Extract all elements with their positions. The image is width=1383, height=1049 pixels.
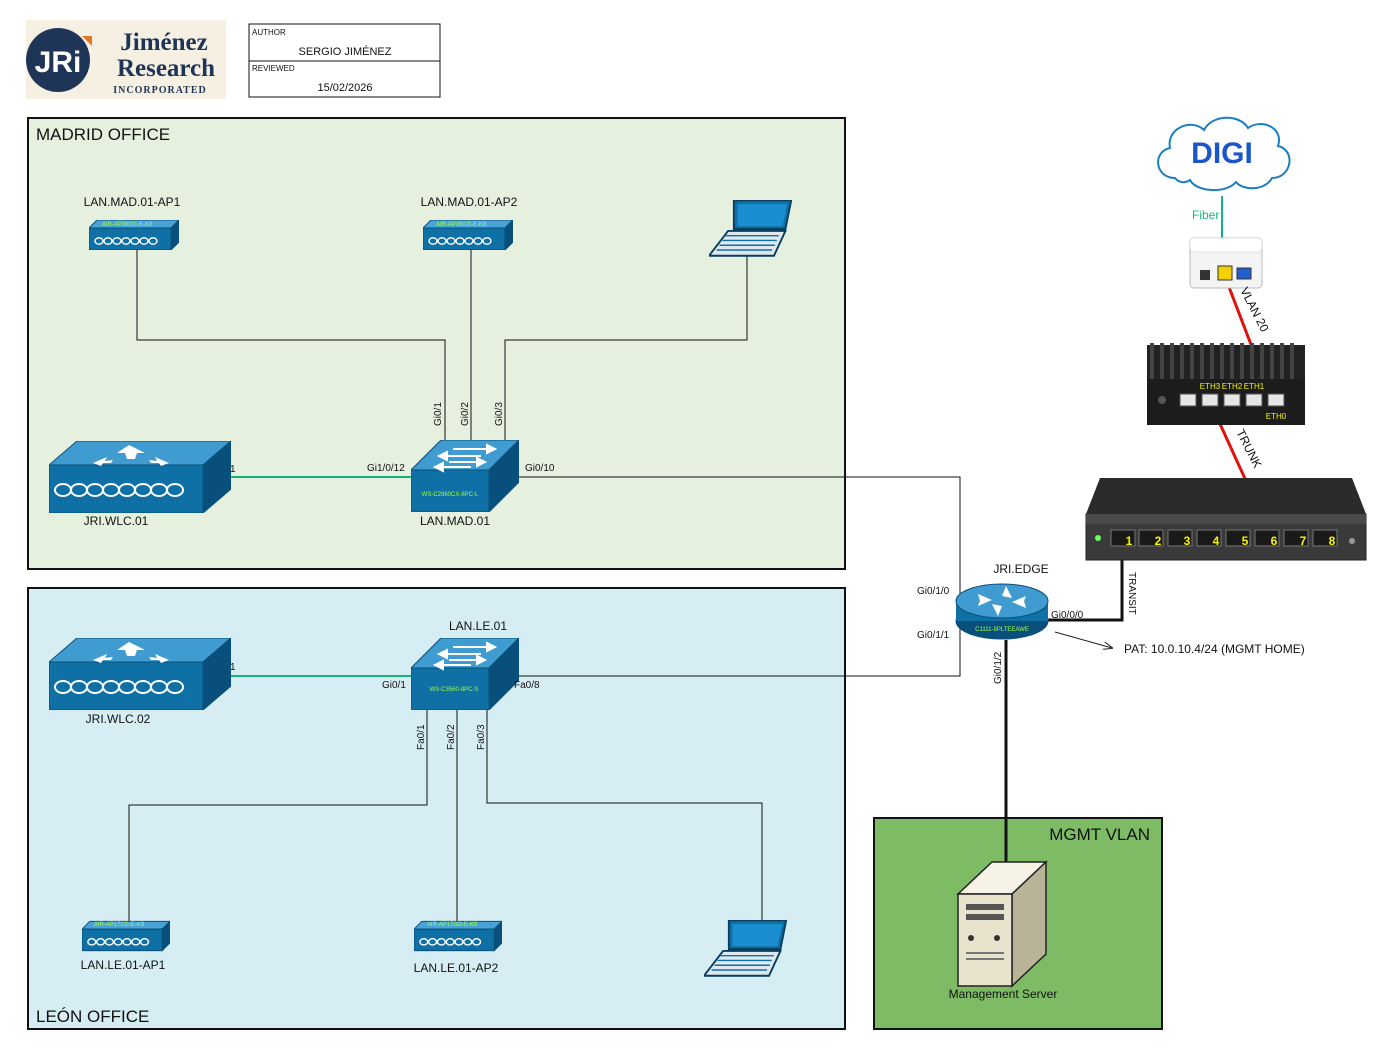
port-wlc2-1: 1 [230, 662, 236, 673]
port-le-gi01: Gi0/1 [382, 680, 406, 691]
vlan20-link-label: VLAN 20 [1237, 285, 1271, 334]
fw-port-eth1: ETH1 [1244, 382, 1265, 391]
ap-mad-01-ap1-model: AIR-AP3802I-E-K9 [102, 222, 153, 228]
logo-monogram: JRi [35, 46, 82, 79]
port-le-fa08: Fa0/8 [514, 680, 540, 691]
fiber-link-label: Fiber [1192, 208, 1219, 222]
reviewed-value: 15/02/2026 [317, 82, 372, 94]
tplink-port-6: 6 [1271, 534, 1278, 548]
company-logo: JRi Jiménez Research INCORPORATED [26, 20, 226, 99]
pat-arrow [1054, 631, 1112, 648]
thick-links [1004, 540, 1124, 862]
port-edge-gi000: Gi0/0/0 [1051, 610, 1084, 621]
tplink-port-7: 7 [1300, 534, 1307, 548]
management-server[interactable] [956, 860, 1048, 988]
author-value: SERGIO JIMÉNEZ [299, 45, 392, 58]
tplink-port-4: 4 [1213, 534, 1220, 548]
ap-mad-01-ap2[interactable]: AIR-AP3802I-E-K9 [423, 220, 513, 250]
port-mad-gi1012: Gi1/0/12 [367, 463, 405, 474]
fw-port-eth0: ETH0 [1266, 412, 1287, 421]
port-le-fa02: Fa0/2 [446, 724, 457, 750]
tplink-port-1: 1 [1126, 534, 1133, 548]
ap-le-01-ap1[interactable]: AIR-AP1702I-E-K9 [82, 920, 170, 952]
port-mad-gi02: Gi0/2 [460, 402, 471, 426]
wlc-01[interactable] [49, 441, 231, 513]
ap-mad-01-ap2-label: LAN.MAD.01-AP2 [421, 195, 518, 209]
port-le-fa03: Fa0/3 [476, 724, 487, 750]
management-server-label: Management Server [949, 987, 1058, 1001]
switch-lan-le-01-model: WS-C3560-8PC-S [429, 687, 478, 693]
switch-lan-le-01[interactable]: WS-C3560-8PC-S [411, 638, 519, 710]
port-mad-gi03: Gi0/3 [494, 402, 505, 426]
isp-name: DIGI [1191, 137, 1253, 170]
ap-le-01-ap1-label: LAN.LE.01-AP1 [81, 958, 166, 972]
ap-le-01-ap1-model: AIR-AP1702I-E-K9 [94, 922, 145, 928]
document-meta-box: AUTHOR SERGIO JIMÉNEZ REVIEWED 15/02/202… [248, 23, 441, 98]
router-jri-edge-label: JRI.EDGE [993, 562, 1048, 576]
black-links [128, 250, 961, 922]
wlc-02-label: JRI.WLC.02 [86, 712, 151, 726]
isp-cloud-icon[interactable]: DIGI [1157, 116, 1291, 191]
transit-link-label: TRANSIT [1126, 572, 1137, 615]
ap-mad-01-ap1[interactable]: AIR-AP3802I-E-K9 [89, 220, 179, 250]
fw-port-eth2: ETH2 [1222, 382, 1243, 391]
ap-mad-01-ap2-model: AIR-AP3802I-E-K9 [436, 222, 487, 228]
router-jri-edge[interactable]: C1111-8PLTEEAWE [955, 583, 1049, 640]
pat-label: PAT: 10.0.10.4/24 (MGMT HOME) [1124, 642, 1305, 656]
ap-le-01-ap2-label: LAN.LE.01-AP2 [414, 961, 499, 975]
logo-name-line3: INCORPORATED [113, 85, 206, 96]
mgmt-vlan-title: MGMT VLAN [1049, 825, 1150, 844]
port-edge-gi011: Gi0/1/1 [917, 630, 950, 641]
tplink-port-8: 8 [1329, 534, 1336, 548]
port-edge-gi010: Gi0/1/0 [917, 586, 950, 597]
switch-lan-mad-01-label: LAN.MAD.01 [420, 514, 490, 528]
port-mad-gi01: Gi0/1 [433, 402, 444, 426]
router-jri-edge-model: C1111-8PLTEEAWE [975, 627, 1029, 633]
logo-name-line2: Research [117, 55, 215, 82]
tplink-switch[interactable]: 1 2 3 4 5 6 7 8 [1085, 478, 1367, 561]
switch-lan-le-01-label: LAN.LE.01 [449, 619, 507, 633]
logo-name-line1: Jiménez [120, 29, 207, 56]
tplink-port-3: 3 [1184, 534, 1191, 548]
ont-device[interactable] [1189, 237, 1263, 289]
port-wlc1-1: 1 [230, 464, 236, 475]
port-le-fa01: Fa0/1 [416, 724, 427, 750]
author-label: AUTHOR [252, 28, 286, 37]
ap-le-01-ap2[interactable]: AIR-AP1702I-E-K9 [414, 920, 502, 952]
router-arrows-icon [978, 586, 1026, 616]
green-links [230, 196, 1223, 677]
port-edge-gi012: Gi0/1/2 [993, 651, 1004, 684]
tplink-port-2: 2 [1155, 534, 1162, 548]
madrid-office-title: MADRID OFFICE [36, 125, 170, 144]
reviewed-label: REVIEWED [252, 64, 295, 73]
fw-port-eth3: ETH3 [1200, 382, 1221, 391]
wlc-02[interactable] [49, 638, 231, 710]
ap-mad-01-ap1-label: LAN.MAD.01-AP1 [84, 195, 181, 209]
tplink-port-5: 5 [1242, 534, 1249, 548]
firewall-appliance[interactable]: ETH3 ETH2 ETH1 ETH0 [1147, 343, 1305, 425]
ap-le-01-ap2-model: AIR-AP1702I-E-K9 [427, 922, 478, 928]
leon-office-title: LEÓN OFFICE [36, 1007, 149, 1026]
switch-lan-mad-01-model: WS-C2960CX-8PC-L [422, 492, 479, 498]
wlc-01-label: JRI.WLC.01 [84, 514, 149, 528]
switch-lan-mad-01[interactable]: WS-C2960CX-8PC-L [411, 440, 519, 512]
port-mad-gi010: Gi0/10 [525, 463, 555, 474]
logo-accent-icon [82, 36, 92, 46]
